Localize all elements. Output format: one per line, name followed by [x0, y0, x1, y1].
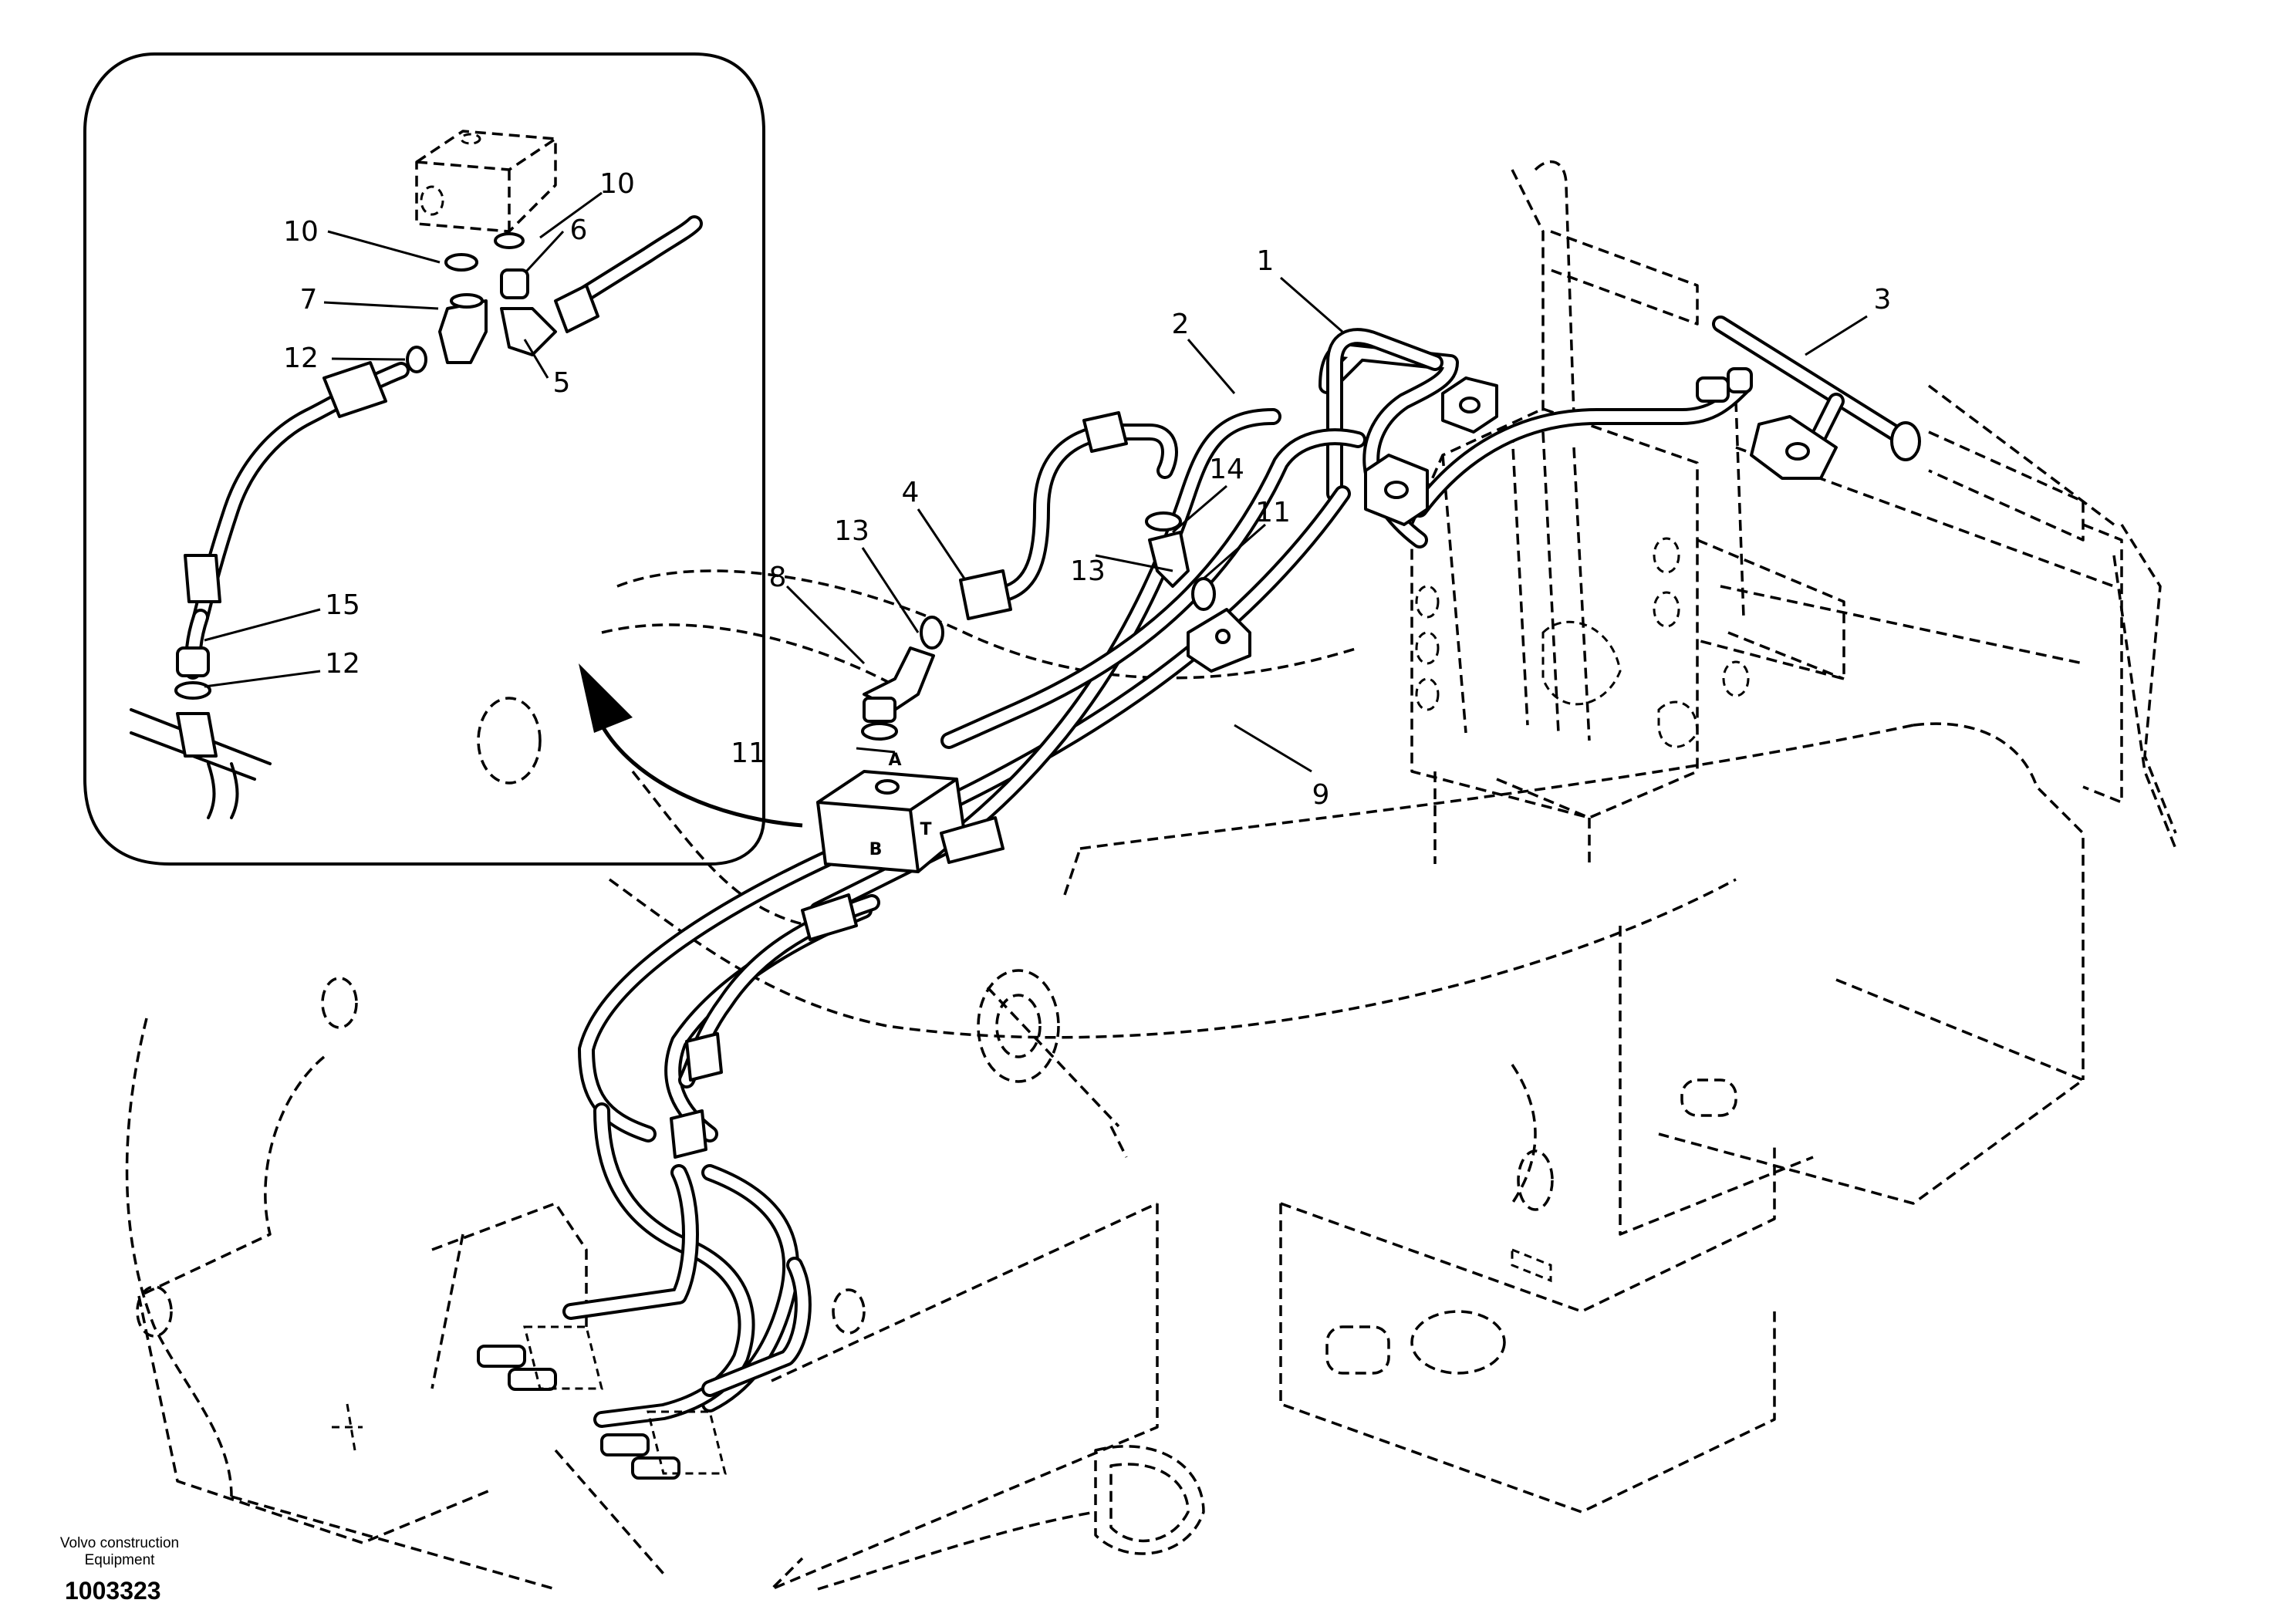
detail-arrow: [579, 663, 803, 828]
port-labels: A B T: [869, 751, 932, 859]
company-name-line-2: Equipment: [84, 1552, 155, 1568]
callout-13-right: 13: [1070, 555, 1106, 587]
callout-14: 14: [1209, 454, 1244, 485]
callout-2: 2: [1172, 309, 1190, 340]
callout-9: 9: [1312, 779, 1330, 811]
callout-1: 1: [1257, 245, 1275, 277]
company-name-line-1: Volvo construction: [59, 1535, 180, 1551]
callout-7: 7: [300, 284, 318, 316]
port-a-label: A: [888, 751, 901, 770]
callout-12-upper: 12: [283, 343, 319, 374]
port-b-label: B: [869, 840, 883, 859]
bottom-couplings: [477, 1325, 727, 1480]
callout-6: 6: [570, 214, 588, 246]
callout-4: 4: [902, 477, 920, 508]
callout-11-right: 11: [1255, 497, 1291, 528]
drawing-number: 1003323: [65, 1577, 161, 1605]
footer-brand: Volvo construction Equipment 1003323: [31, 1535, 208, 1605]
callout-11-main: 11: [731, 737, 766, 769]
machine-frame-outline: [125, 160, 2177, 1591]
callout-3: 3: [1874, 284, 1892, 316]
port-t-label: T: [920, 820, 931, 839]
control-valve-block: [1410, 407, 1845, 864]
callout-5: 5: [553, 367, 571, 399]
callout-10-top: 10: [599, 168, 635, 200]
detail-inset: [83, 52, 765, 866]
callout-12-lower: 12: [325, 648, 360, 680]
callout-labels: 1 2 3 4 5 6 7 8 9 10 10 11 11 12 12 13 1…: [283, 168, 1891, 811]
callout-10-left: 10: [283, 216, 319, 248]
leader-lines: [204, 191, 1868, 773]
callout-13-left: 13: [834, 515, 869, 547]
callout-8: 8: [769, 562, 787, 593]
fittings: [477, 316, 1921, 1480]
callout-15: 15: [325, 589, 360, 621]
